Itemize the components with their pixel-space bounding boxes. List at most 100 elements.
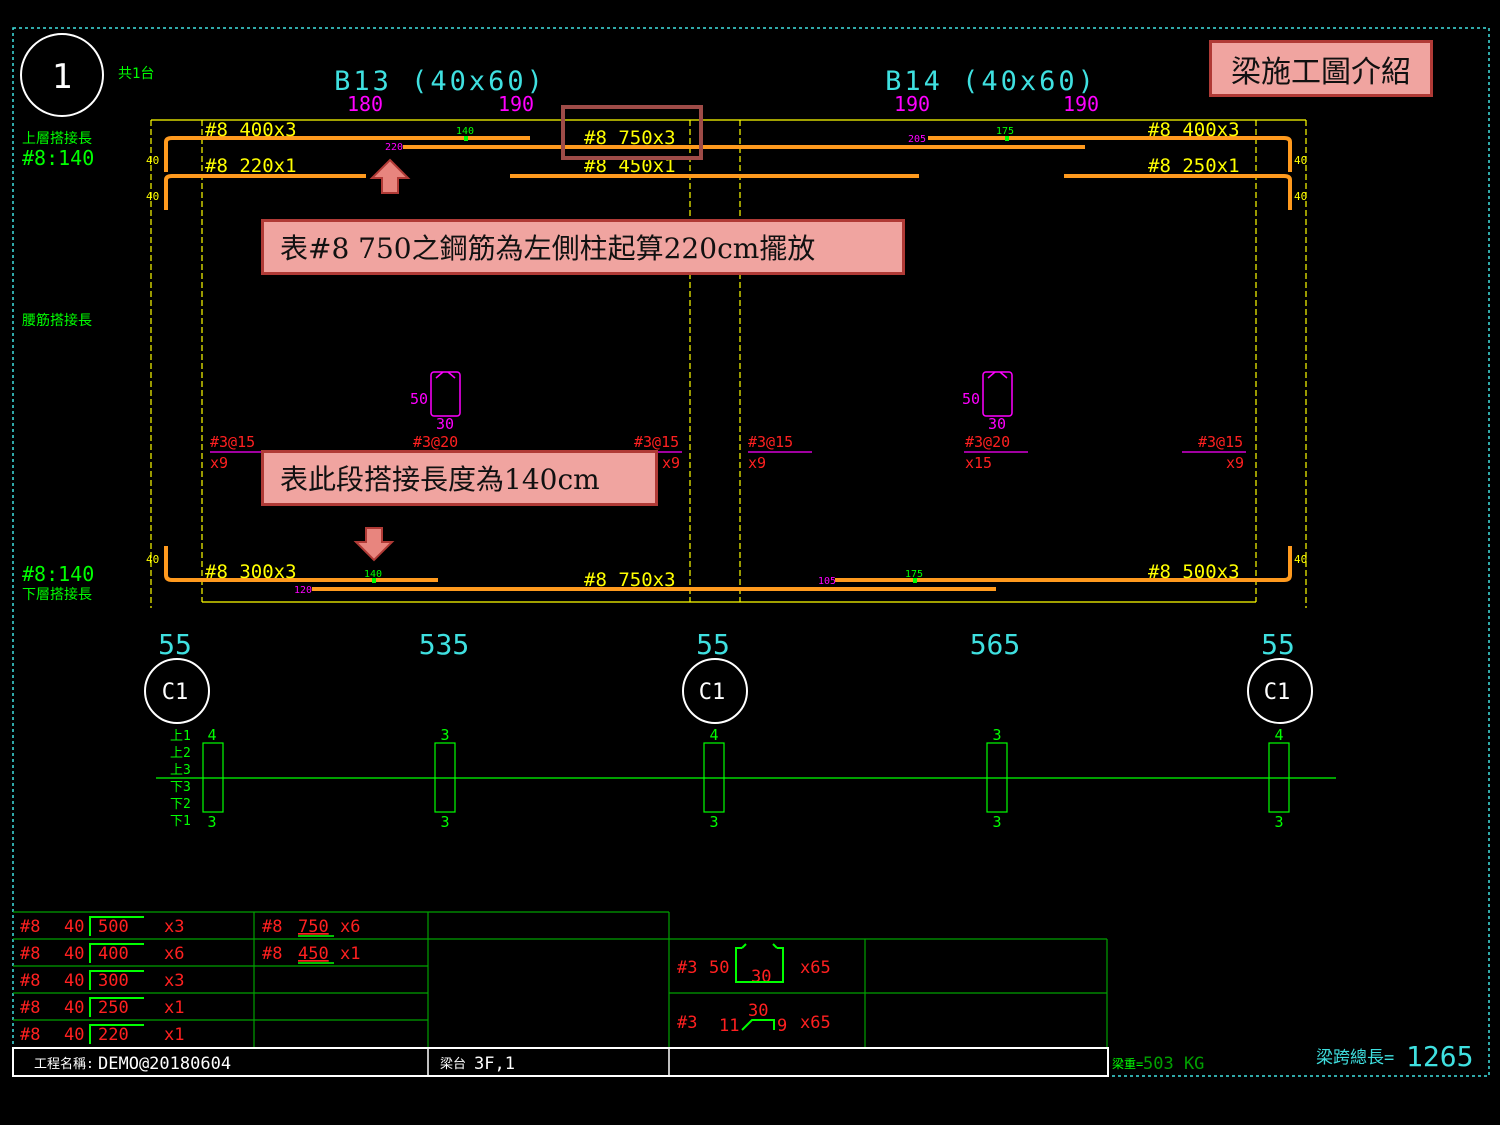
sched-bar: #8 bbox=[20, 917, 40, 937]
top-bar-right-400 bbox=[928, 136, 1292, 172]
drawing-border bbox=[12, 27, 1490, 1077]
top-splice-title: 上層搭接長 bbox=[22, 130, 92, 147]
beam-name-b13: B13 (40x60) bbox=[334, 66, 546, 97]
b14-left-dim: 190 bbox=[894, 92, 930, 116]
total-length-label: 梁跨總長= bbox=[1316, 1048, 1394, 1068]
tie-shape-icon bbox=[741, 1019, 775, 1031]
stirrup-sched-w: 30 bbox=[751, 967, 771, 987]
sched-qty: x6 bbox=[164, 944, 184, 964]
top-count: 4 bbox=[207, 726, 216, 744]
sched-len: 300 bbox=[98, 971, 129, 991]
sched-qty: x3 bbox=[164, 971, 184, 991]
web-splice-title: 腰筋搭接長 bbox=[22, 312, 92, 329]
sched-mid-len: 450 bbox=[298, 944, 329, 964]
sched-qty: x3 bbox=[164, 917, 184, 937]
splice-label-220: 220 bbox=[385, 142, 403, 153]
stirrup-section-b14 bbox=[982, 371, 1013, 417]
up-arrow-icon bbox=[369, 158, 411, 194]
stirrup-b14-mid: #3@20 bbox=[965, 433, 1010, 451]
sched-mid-bar: #8 bbox=[262, 917, 282, 937]
b13-left-dim: 180 bbox=[347, 92, 383, 116]
drawing-number-circle bbox=[20, 33, 104, 117]
weight-value: 503 KG bbox=[1143, 1054, 1204, 1074]
stirrup-b14-right-count: x9 bbox=[1226, 454, 1244, 472]
stirrup-b14-right: #3@15 bbox=[1198, 433, 1243, 451]
b13-right-dim: 190 bbox=[498, 92, 534, 116]
top-count: 3 bbox=[440, 726, 449, 744]
tie-sched-a: 11 bbox=[719, 1016, 739, 1036]
sched-len: 250 bbox=[98, 998, 129, 1018]
splice-label-205: 205 bbox=[908, 134, 926, 145]
bar-row-label: 上3 bbox=[170, 763, 191, 778]
rebar-label-top-left-2: #8 220x1 bbox=[205, 155, 297, 177]
tie-sched-bar: #3 bbox=[677, 1013, 697, 1033]
title-callout: 梁施工圖介紹 bbox=[1209, 40, 1433, 97]
rebar-lines bbox=[164, 136, 1292, 591]
beam-value: 3F,1 bbox=[474, 1054, 515, 1074]
top-bar-left-220 bbox=[164, 174, 366, 210]
stirrup-b14-mid-count: x15 bbox=[965, 454, 992, 472]
hook-label: 40 bbox=[146, 190, 159, 203]
rebar-label-top-mid-1: #8 750x3 bbox=[584, 127, 676, 149]
hook-label: 40 bbox=[1294, 154, 1307, 167]
project-label: 工程名稱: bbox=[34, 1056, 94, 1072]
down-arrow-icon bbox=[353, 527, 395, 562]
sched-hook: 40 bbox=[64, 1025, 84, 1045]
b14-section-h: 50 bbox=[962, 390, 980, 408]
hook-shapes bbox=[89, 916, 144, 1044]
bar-row-label: 下3 bbox=[170, 780, 191, 795]
span-dim: 55 bbox=[696, 628, 730, 661]
span-dim: 565 bbox=[970, 628, 1021, 661]
bottom-count: 3 bbox=[207, 813, 216, 831]
rebar-label-top-right-2: #8 250x1 bbox=[1148, 155, 1240, 177]
column-label: C1 bbox=[699, 680, 726, 705]
rebar-label-bot-mid: #8 750x3 bbox=[584, 569, 676, 591]
top-count: 4 bbox=[1274, 726, 1283, 744]
stirrup-b13-left: #3@15 bbox=[210, 433, 255, 451]
bar-row-label: 上2 bbox=[170, 746, 191, 761]
sched-bar: #8 bbox=[20, 998, 40, 1018]
bar-row-label: 下1 bbox=[170, 814, 191, 829]
column-circles bbox=[144, 658, 1313, 724]
top-note-callout: 表#8 750之鋼筋為左側柱起算220cm擺放 bbox=[261, 219, 905, 275]
rebar-label-bot-right: #8 500x3 bbox=[1148, 561, 1240, 583]
splice-label-140-bot: 140 bbox=[364, 569, 382, 580]
sched-mid-len: 750 bbox=[298, 917, 329, 937]
rebar-label-top-left-1: #8 400x3 bbox=[205, 119, 297, 141]
b14-right-dim: 190 bbox=[1063, 92, 1099, 116]
highlight-box-750 bbox=[561, 105, 703, 160]
sched-hook: 40 bbox=[64, 944, 84, 964]
bottom-count: 3 bbox=[992, 813, 1001, 831]
stirrup-sched-bar: #3 bbox=[677, 958, 697, 978]
top-bar-left-400 bbox=[164, 136, 530, 172]
stirrup-b14-left: #3@15 bbox=[748, 433, 793, 451]
top-splice-value: #8:140 bbox=[22, 146, 94, 170]
weight-label: 梁重= bbox=[1112, 1056, 1143, 1071]
sched-hook: 40 bbox=[64, 998, 84, 1018]
sched-mid-bar: #8 bbox=[262, 944, 282, 964]
sched-len: 500 bbox=[98, 917, 129, 937]
splice-label-105: 105 bbox=[818, 576, 836, 587]
sched-hook: 40 bbox=[64, 971, 84, 991]
hook-label: 40 bbox=[1294, 190, 1307, 203]
tie-sched-qty: x65 bbox=[800, 1013, 831, 1033]
sched-bar: #8 bbox=[20, 1025, 40, 1045]
stirrup-b13-left-count: x9 bbox=[210, 454, 228, 472]
bot-bar-right-500 bbox=[835, 546, 1292, 582]
tie-sched-b: 9 bbox=[777, 1016, 787, 1036]
rebar-label-bot-left: #8 300x3 bbox=[205, 561, 297, 583]
tie-sched-w: 30 bbox=[748, 1001, 768, 1021]
b13-section-w: 30 bbox=[436, 415, 454, 433]
bar-row-label: 上1 bbox=[170, 729, 191, 744]
sched-mid-qty: x6 bbox=[340, 917, 360, 937]
column-label: C1 bbox=[1264, 680, 1291, 705]
b14-section-w: 30 bbox=[988, 415, 1006, 433]
title-block-dividers bbox=[427, 1048, 670, 1076]
stirrup-sched-qty: x65 bbox=[800, 958, 831, 978]
beam-name-b14: B14 (40x60) bbox=[885, 66, 1097, 97]
title-block bbox=[12, 1047, 1109, 1077]
bot-bar-left-300 bbox=[164, 546, 438, 582]
beam-label: 梁台 bbox=[440, 1057, 466, 1072]
bottom-note-callout: 表此段搭接長度為140cm bbox=[261, 450, 658, 506]
stirrup-section-b13 bbox=[430, 371, 461, 417]
